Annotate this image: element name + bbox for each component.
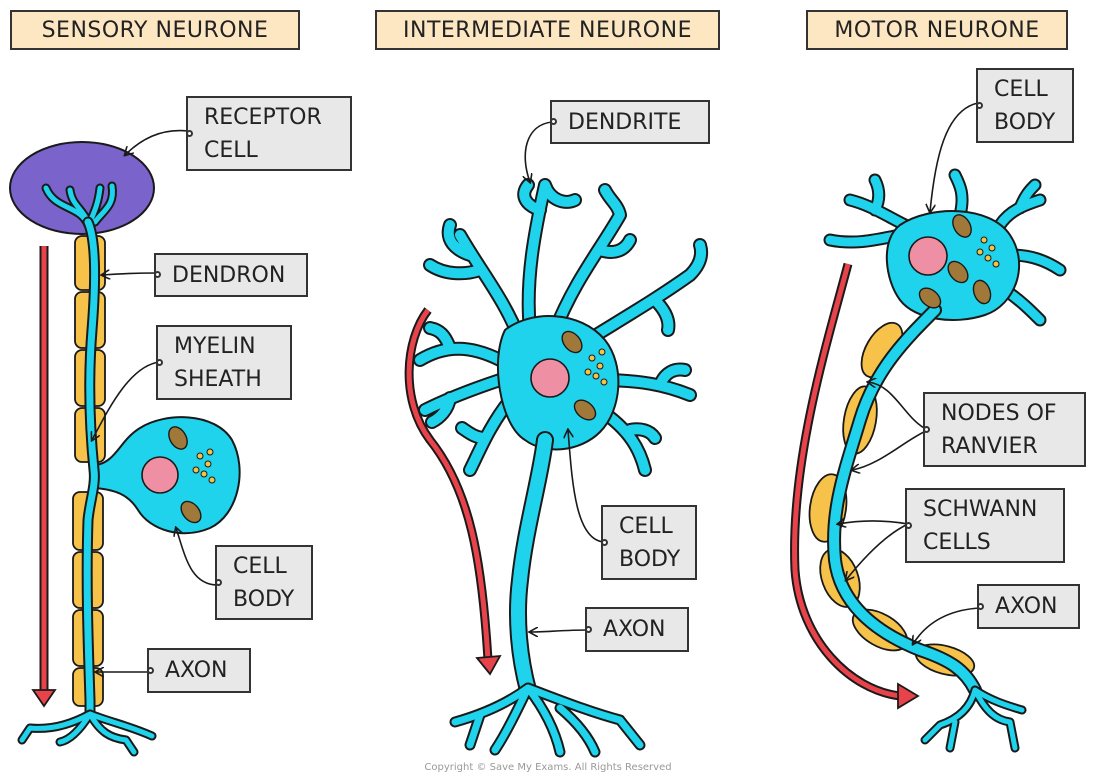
intermediate-er-granules — [584, 348, 608, 386]
label-sensory-axon: AXON — [147, 648, 251, 693]
tag-hole-icon — [923, 425, 930, 433]
sensory-mitochondria — [168, 426, 202, 524]
label-nodes-of-ranvier-line2: RANVIER — [941, 433, 1038, 459]
label-dendron: DENDRON — [154, 253, 308, 297]
label-intermediate-cell-body-line2: BODY — [619, 546, 681, 572]
receptor-cell — [9, 141, 155, 235]
tag-hole-icon — [585, 625, 592, 633]
pointer-receptor-cell — [125, 129, 189, 155]
label-intermediate-axon: AXON — [585, 607, 689, 652]
tag-hole-icon — [186, 129, 193, 137]
tag-hole-icon — [905, 521, 912, 529]
pointer-intermediate-cell-body — [568, 430, 605, 543]
label-motor-axon-text: AXON — [995, 594, 1058, 619]
label-schwann-cells: SCHWANN CELLS — [905, 488, 1065, 563]
tag-hole-icon — [147, 666, 154, 674]
label-receptor-cell: RECEPTOR CELL — [186, 96, 352, 171]
tag-hole-icon — [154, 271, 161, 278]
pointer-motor-cell-body — [930, 102, 979, 212]
sensory-neurone — [9, 129, 241, 757]
pointer-sensory-cell-body — [176, 528, 219, 586]
pointer-intermediate-axon — [530, 630, 589, 632]
label-myelin-sheath: MYELIN SHEATH — [156, 325, 292, 400]
label-sensory-cell-body-line1: CELL — [233, 553, 287, 579]
label-receptor-cell-line1: RECEPTOR — [204, 104, 322, 130]
label-nodes-of-ranvier: NODES OF RANVIER — [923, 392, 1086, 467]
label-intermediate-cell-body: CELL BODY — [601, 505, 697, 580]
pointer-nodes-of-ranvier-2 — [852, 429, 929, 470]
intermediate-mitochondria — [561, 330, 597, 421]
label-motor-cell-body: CELL BODY — [976, 68, 1074, 143]
label-sensory-cell-body: CELL BODY — [215, 545, 313, 620]
title-intermediate-neurone: INTERMEDIATE NEURONE — [375, 10, 720, 50]
label-dendrite: DENDRITE — [550, 100, 710, 144]
label-myelin-sheath-line2: SHEATH — [174, 366, 262, 392]
intermediate-neurone — [404, 121, 709, 758]
motor-er-granules — [976, 236, 1000, 268]
label-sensory-cell-body-line2: BODY — [233, 586, 295, 612]
copyright-notice: Copyright © Save My Exams. All Rights Re… — [424, 762, 672, 773]
tag-hole-icon — [550, 118, 557, 125]
title-sensory-neurone: SENSORY NEURONE — [10, 10, 300, 50]
motor-neurone — [790, 102, 1067, 753]
tag-hole-icon — [215, 578, 222, 586]
label-motor-cell-body-line1: CELL — [994, 76, 1048, 102]
tag-hole-icon — [601, 538, 608, 546]
pointer-myelin-sheath — [92, 361, 161, 440]
tag-hole-icon — [977, 602, 984, 610]
sensory-nucleus — [141, 456, 179, 494]
label-motor-cell-body-line2: BODY — [994, 109, 1056, 135]
pointer-motor-axon — [913, 607, 981, 644]
sensory-er-granules — [192, 448, 216, 484]
label-motor-axon: AXON — [977, 584, 1080, 629]
pointer-dendron — [102, 273, 159, 275]
pointer-nodes-of-ranvier-1 — [868, 382, 929, 431]
intermediate-nucleus — [530, 358, 570, 398]
label-sensory-axon-text: AXON — [165, 658, 228, 683]
label-intermediate-cell-body-line1: CELL — [619, 513, 673, 539]
pointer-schwann-cells-1 — [838, 521, 909, 524]
title-motor-neurone: MOTOR NEURONE — [806, 10, 1068, 50]
label-schwann-cells-line1: SCHWANN — [923, 496, 1038, 522]
tag-hole-icon — [156, 358, 163, 366]
label-nodes-of-ranvier-line1: NODES OF — [941, 400, 1057, 426]
label-receptor-cell-line2: CELL — [204, 137, 258, 163]
label-myelin-sheath-line1: MYELIN — [174, 333, 256, 359]
motor-mitochondria — [918, 214, 992, 309]
motor-nucleus — [908, 236, 948, 276]
label-schwann-cells-line2: CELLS — [923, 529, 991, 555]
pointer-schwann-cells-2 — [846, 523, 909, 580]
label-intermediate-axon-text: AXON — [603, 617, 666, 642]
label-dendrite-text: DENDRITE — [568, 109, 682, 135]
pointer-dendrite — [525, 121, 553, 182]
label-dendron-text: DENDRON — [172, 262, 286, 288]
tag-hole-icon — [976, 101, 983, 109]
